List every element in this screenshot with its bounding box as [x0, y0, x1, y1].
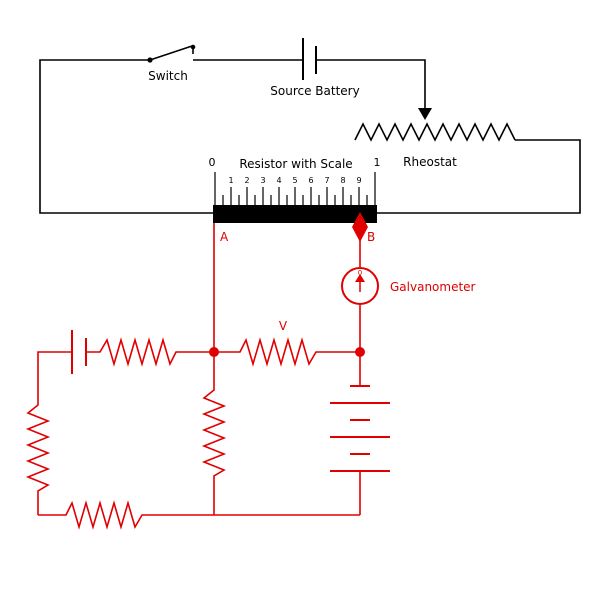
source-battery-label: Source Battery	[270, 84, 359, 98]
switch-label: Switch	[148, 69, 188, 83]
scale-tick-label: 2	[244, 176, 249, 185]
scale-tick-label: 5	[292, 176, 297, 185]
right-battery-stack	[330, 385, 390, 472]
secondary-circuit	[25, 223, 390, 530]
scale-end-label: 1	[374, 156, 381, 169]
primary-circuit	[39, 38, 581, 214]
point-a-label: A	[220, 230, 229, 244]
resistor-bar	[213, 205, 377, 223]
junction-left-dot	[209, 347, 219, 357]
scale-tick-labels: 1 2 3 4 5 6 7 8 9	[228, 176, 361, 185]
galvanometer-label: Galvanometer	[390, 280, 476, 294]
galvanometer-needle-icon	[355, 274, 365, 292]
junction-right-dot	[355, 347, 365, 357]
switch[interactable]	[147, 44, 196, 63]
point-b-label: B	[367, 230, 375, 244]
scale-tick-label: 3	[260, 176, 265, 185]
scale-tick-label: 9	[356, 176, 361, 185]
rheostat-label: Rheostat	[403, 155, 457, 169]
bottom-resistor	[38, 500, 360, 530]
rheostat-zigzag[interactable]	[354, 122, 516, 142]
scale-tick-label: 6	[308, 176, 313, 185]
voltage-label: V	[279, 319, 288, 333]
resistor-scale	[214, 172, 376, 205]
voltage-resistor	[214, 337, 360, 367]
scale-tick-label: 7	[324, 176, 329, 185]
scale-tick-label: 1	[228, 176, 233, 185]
far-left-resistor	[25, 400, 51, 515]
left-branch-resistor	[86, 337, 214, 367]
galvanometer[interactable]	[341, 267, 379, 305]
scale-start-label: 0	[209, 156, 216, 169]
source-battery	[302, 38, 317, 80]
jockey-b-icon[interactable]	[352, 212, 368, 242]
primary-right-wire	[375, 139, 581, 214]
scale-tick-label: 8	[340, 176, 345, 185]
center-resistor	[201, 352, 227, 515]
primary-left-wire	[39, 59, 215, 214]
scale-tick-label: 4	[276, 176, 281, 185]
galvanometer-zero-label: 0	[358, 269, 362, 277]
resistor-scale-label: Resistor with Scale	[239, 157, 352, 171]
rheostat-tap-wire	[316, 59, 426, 108]
left-branch-wire	[37, 351, 72, 400]
rheostat-arrow-icon	[418, 108, 432, 120]
